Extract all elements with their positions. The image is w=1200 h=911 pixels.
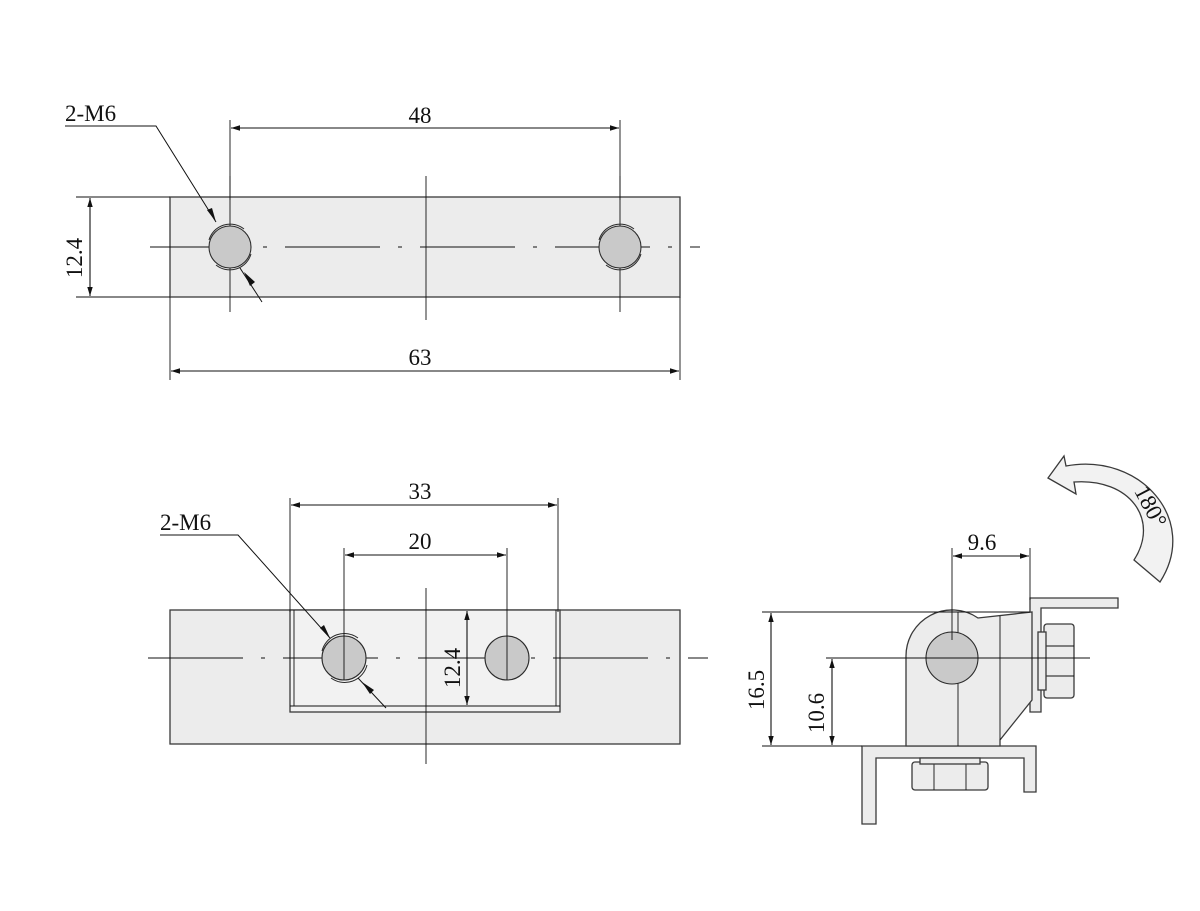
front-hole-callout: 2-M6	[160, 510, 211, 535]
top-view: 48 12.4 63 2-M6	[62, 101, 700, 380]
front-view: 33 20 12.4 2-M6	[148, 479, 708, 764]
dim-label-16-5: 16.5	[744, 670, 769, 710]
side-view: 9.6 16.5 10.6 180°	[744, 454, 1174, 825]
dim-label-10-6: 10.6	[804, 693, 829, 733]
dim-label-top-12-4: 12.4	[62, 237, 87, 278]
side-lower-nut	[911, 757, 989, 791]
dim-label-20: 20	[409, 529, 432, 554]
dim-label-front-12-4: 12.4	[440, 647, 465, 688]
dim-label-9-6: 9.6	[968, 530, 997, 555]
top-hole-callout: 2-M6	[65, 101, 116, 126]
side-upper-bracket	[1029, 597, 1119, 713]
side-upper-nut	[1037, 623, 1075, 699]
top-hole-right	[598, 223, 642, 271]
top-hole-left	[208, 223, 252, 271]
rotation-arrow-icon	[1047, 454, 1174, 583]
front-callout-leader	[160, 534, 331, 639]
dim-label-63: 63	[409, 345, 432, 370]
top-callout-leader	[65, 125, 217, 223]
dim-label-33: 33	[409, 479, 432, 504]
side-lower-bracket	[861, 745, 1037, 825]
dim-label-48: 48	[409, 103, 432, 128]
